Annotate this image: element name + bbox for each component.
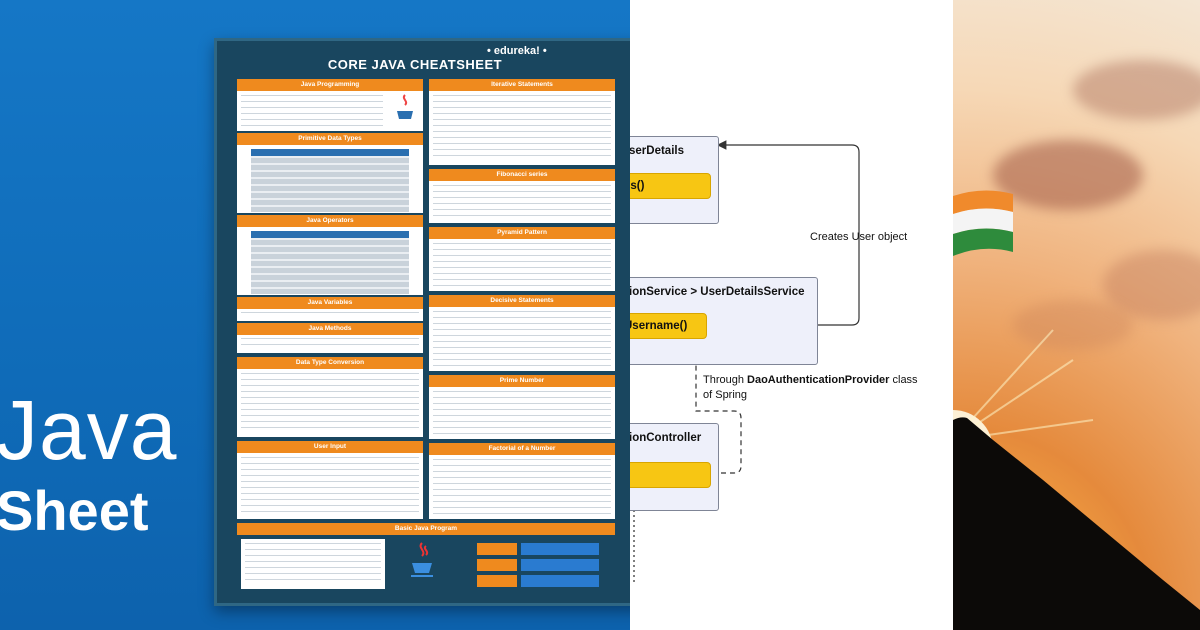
java-cheatsheet-banner: Java Sheet • edureka! • CORE JAVA CHEATS… xyxy=(0,0,630,630)
text-lines xyxy=(433,459,611,515)
section-pyramid: Pyramid Pattern xyxy=(429,227,615,291)
operators-table xyxy=(251,231,409,294)
text-lines xyxy=(241,312,419,317)
label-creates-user: Creates User object xyxy=(810,231,908,243)
method-loaduserbyusername: Username() xyxy=(630,313,707,339)
banner-title-sheet: Sheet xyxy=(0,479,149,542)
cheatsheet-title: CORE JAVA CHEATSHEET xyxy=(327,57,503,72)
box-title: ionController xyxy=(630,432,702,444)
section-decisive: Decisive Statements xyxy=(429,295,615,371)
section-user-input: User Input xyxy=(237,441,423,519)
section-iterative-statements: Iterative Statements xyxy=(429,79,615,165)
scene-svg xyxy=(953,190,1200,630)
user-details-service-box: ionService > UserDetailsService Username… xyxy=(630,277,818,365)
label-of-spring: of Spring xyxy=(703,389,748,401)
controller-box: ionController xyxy=(630,423,719,511)
text-lines xyxy=(433,95,611,161)
java-logo-icon xyxy=(411,542,433,577)
text-lines xyxy=(433,311,611,367)
spring-security-diagram: serDetails es() ionService > UserDetails… xyxy=(630,0,953,630)
box-title: ionService > UserDetailsService xyxy=(630,286,805,298)
text-lines xyxy=(433,243,611,287)
section-header: Pyramid Pattern xyxy=(429,227,615,239)
section-prime: Prime Number xyxy=(429,375,615,439)
section-header: Basic Java Program xyxy=(237,523,615,535)
text-lines xyxy=(433,391,611,435)
text-lines xyxy=(433,185,611,219)
brand-label: • edureka! • xyxy=(487,45,547,57)
section-header: Iterative Statements xyxy=(429,79,615,91)
section-header: Primitive Data Types xyxy=(237,133,423,145)
section-header: Java Operators xyxy=(237,215,423,227)
section-header: Java Variables xyxy=(237,297,423,309)
section-primitive-types: Primitive Data Types xyxy=(237,133,423,213)
section-java-programming: Java Programming xyxy=(237,79,423,131)
section-header: Fibonacci series xyxy=(429,169,615,181)
text-lines xyxy=(241,338,419,349)
cheatsheet-poster: • edureka! • CORE JAVA CHEATSHEET Java P… xyxy=(214,38,630,606)
text-lines xyxy=(241,373,419,433)
flag-icon xyxy=(953,190,1013,256)
section-type-conversion: Data Type Conversion xyxy=(237,357,423,437)
section-fibonacci: Fibonacci series xyxy=(429,169,615,223)
text-lines xyxy=(241,95,383,127)
section-header: Data Type Conversion xyxy=(237,357,423,369)
method-placeholder xyxy=(630,462,711,488)
user-details-box: serDetails es() xyxy=(630,136,719,224)
method-getauthorities: es() xyxy=(630,173,711,199)
section-factorial: Factorial of a Number xyxy=(429,443,615,519)
section-header: Java Programming xyxy=(237,79,423,91)
banner-title-java: Java xyxy=(0,383,178,477)
box-title: serDetails xyxy=(630,145,684,157)
text-lines xyxy=(241,457,419,515)
section-header: Decisive Statements xyxy=(429,295,615,307)
primitive-table xyxy=(251,149,409,212)
section-header: Java Methods xyxy=(237,323,423,335)
section-java-methods: Java Methods xyxy=(237,323,423,353)
section-java-variables: Java Variables xyxy=(237,297,423,321)
section-header: Factorial of a Number xyxy=(429,443,615,455)
label-through: Through DaoAuthenticationProvider class xyxy=(703,374,918,386)
section-basic-program: Basic Java Program xyxy=(237,523,615,593)
code-block xyxy=(241,539,385,589)
section-header: User Input xyxy=(237,441,423,453)
sunset-flag-photo xyxy=(953,0,1200,630)
mountain-silhouette xyxy=(953,417,1200,630)
diagram-connectors xyxy=(633,140,860,585)
section-header: Prime Number xyxy=(429,375,615,387)
java-logo-icon xyxy=(397,94,413,119)
section-java-operators: Java Operators xyxy=(237,215,423,295)
